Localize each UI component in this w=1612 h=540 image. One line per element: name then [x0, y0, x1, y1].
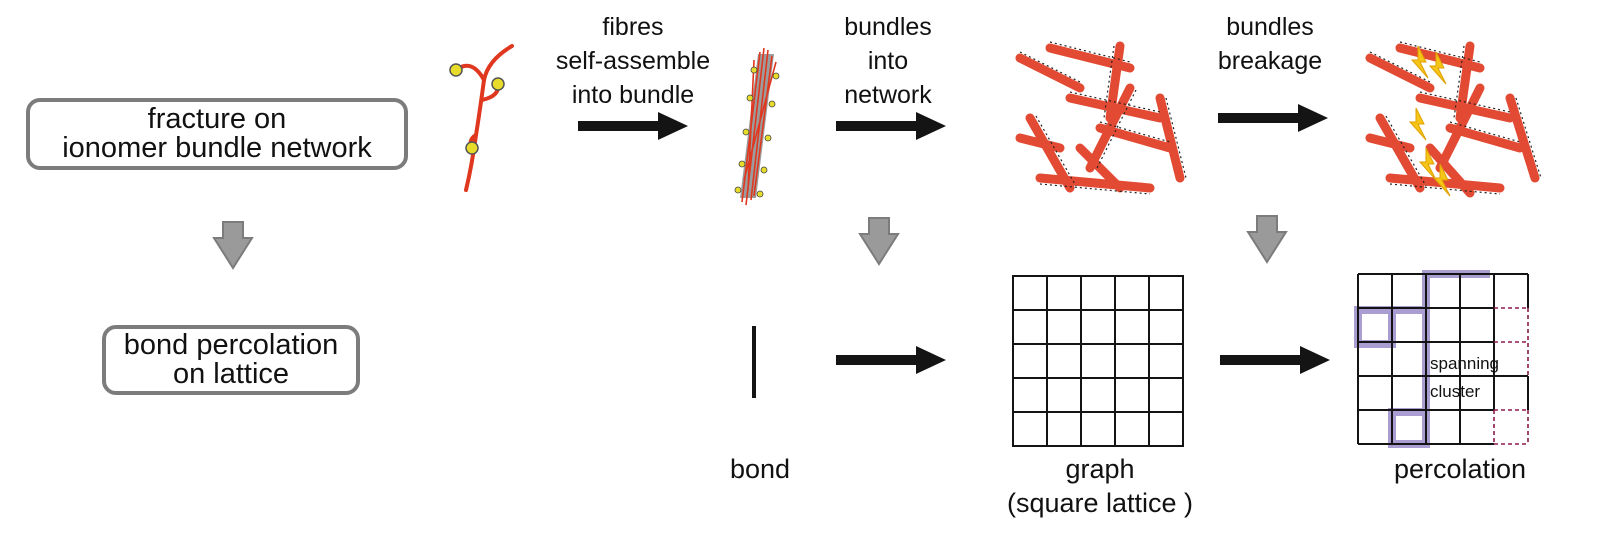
arrow-fibres-to-bundle	[578, 112, 688, 140]
network-label-line2: into	[867, 47, 909, 75]
graph-caption-line1: graph	[1065, 454, 1135, 484]
bond-caption: bond	[729, 454, 791, 484]
graph-caption: graph (square lattice )	[990, 452, 1210, 520]
spanning-label-line2: cluster	[1430, 382, 1481, 401]
bond-line	[752, 326, 756, 398]
spark-icon	[1408, 107, 1427, 141]
fracture-box-line2: ionomer bundle network	[62, 132, 372, 164]
arrow-network-to-breakage	[1218, 104, 1328, 132]
fibres-label-line1: fibres	[602, 13, 664, 41]
broken-network-illustration	[1365, 41, 1542, 198]
arrow-graph-to-percolation	[1220, 346, 1330, 374]
breakage-label: bundles breakage	[1190, 10, 1350, 78]
percolation-caption: percolation	[1393, 454, 1527, 484]
spanning-label-line1: spanning	[1430, 354, 1500, 373]
spark-icon	[1428, 51, 1447, 85]
square-lattice-graph	[1012, 275, 1184, 447]
percolation-box-line1: bond percolation	[123, 329, 339, 361]
fracture-box-line1: fracture on	[147, 103, 287, 135]
percolation-lattice	[1354, 270, 1529, 448]
gray-down-arrow-middle	[858, 217, 900, 266]
network-label-line3: network	[844, 81, 932, 109]
fibres-label: fibres self-assemble into bundle	[538, 10, 728, 112]
spanning-cluster-label: spanning cluster	[1430, 354, 1499, 402]
breakage-label-line2: breakage	[1217, 47, 1323, 75]
network-label-line1: bundles	[844, 13, 932, 41]
percolation-box-line2: on lattice	[172, 358, 290, 390]
spark-icon	[1410, 45, 1429, 79]
gray-down-arrow-right	[1246, 215, 1288, 264]
fibres-label-line3: into bundle	[571, 81, 695, 109]
gray-down-arrow-left	[212, 221, 254, 270]
bundle-network-illustration	[1015, 41, 1187, 195]
network-label: bundles into network	[808, 10, 968, 112]
spark-icon	[1432, 163, 1451, 197]
arrow-bundle-to-network	[836, 112, 946, 140]
percolation-box: bond percolation on lattice	[102, 325, 360, 395]
bundle-illustration	[734, 47, 780, 206]
single-fibre-illustration	[449, 44, 514, 192]
graph-caption-line2: (square lattice )	[1006, 488, 1194, 518]
breakage-label-line1: bundles	[1226, 13, 1314, 41]
fracture-box: fracture on ionomer bundle network	[26, 98, 408, 170]
arrow-bond-to-graph	[836, 346, 946, 374]
fibres-label-line2: self-assemble	[555, 47, 711, 75]
